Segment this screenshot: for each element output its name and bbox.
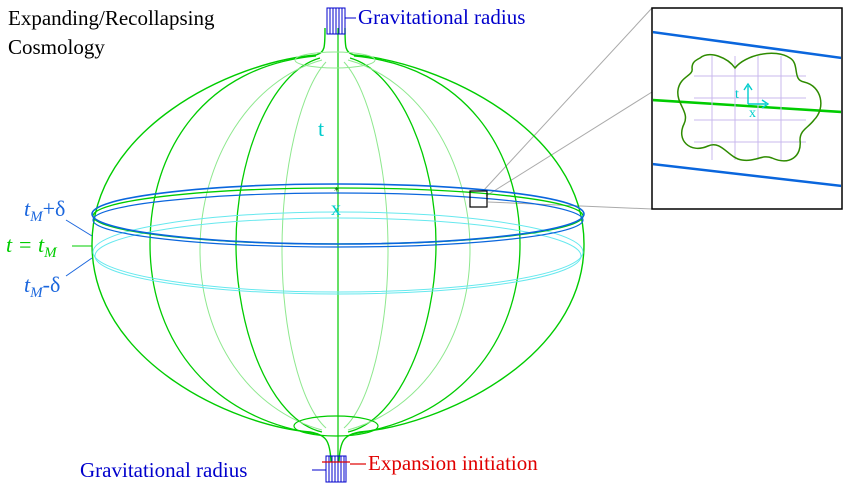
meridian-back-4: [343, 61, 389, 429]
title-line-1: Expanding/Recollapsing: [8, 6, 215, 30]
spacetime-meridians: [91, 27, 585, 463]
meridian-outer: [91, 27, 585, 463]
gravitational-radius-top-label: Gravitational radius: [358, 5, 525, 29]
meridian-inner-dark-3: [149, 55, 319, 435]
slice-label-upper: tM+δ: [24, 196, 93, 237]
meridian-back-2: [347, 59, 471, 431]
meridian-inner-dark-4: [351, 55, 521, 435]
slice-lower-1: [92, 211, 584, 293]
inset-time-label: t: [735, 87, 739, 102]
time-axis-label: t: [318, 116, 324, 141]
inset-blue-lower: [653, 162, 841, 188]
center-star: *: [334, 186, 339, 197]
space-axis-label: x: [331, 198, 341, 220]
svg-text:t = tM: t = tM: [6, 232, 58, 261]
title-line-2: Cosmology: [8, 35, 105, 59]
top-gravitational-tube: [326, 7, 356, 35]
meridian-back-1: [199, 59, 323, 431]
inset-space-label: x: [749, 106, 756, 121]
inset-frame: [651, 7, 843, 210]
inset-grid: [694, 56, 806, 160]
inset-axes: [743, 82, 770, 109]
expansion-initiation-label: Expansion initiation: [368, 451, 538, 475]
meridian-inner-dark-1: [235, 57, 323, 433]
meridian-back-3: [281, 61, 327, 429]
slice-label-lower: tM-δ: [24, 257, 93, 301]
inset-leader-lines: [483, 7, 653, 210]
expansion-initiation-mark: [322, 461, 366, 465]
svg-text:tM-δ: tM-δ: [24, 272, 60, 301]
zoom-inset: t x: [651, 7, 843, 210]
meridian-inner-dark-2: [347, 57, 437, 433]
inset-region-blob: [677, 52, 822, 162]
bottom-gravitational-tube: [312, 455, 347, 483]
time-slices: [91, 183, 585, 295]
top-neck-ellipse: [294, 51, 376, 69]
inset-green-middle: [653, 98, 841, 114]
svg-text:tM+δ: tM+δ: [24, 196, 65, 225]
slice-lower-2: [94, 217, 582, 295]
gravitational-radius-bottom-label: Gravitational radius: [80, 458, 247, 482]
diagram-title: Expanding/Recollapsing Cosmology: [8, 6, 220, 59]
slice-upper-blue-1: [91, 183, 585, 245]
slice-label-middle: t = tM: [6, 232, 92, 261]
bottom-neck-ellipse: [293, 415, 379, 437]
slice-upper-blue-2: [92, 192, 584, 248]
inset-blue-upper: [653, 30, 841, 60]
inset-source-marker: [469, 190, 488, 208]
